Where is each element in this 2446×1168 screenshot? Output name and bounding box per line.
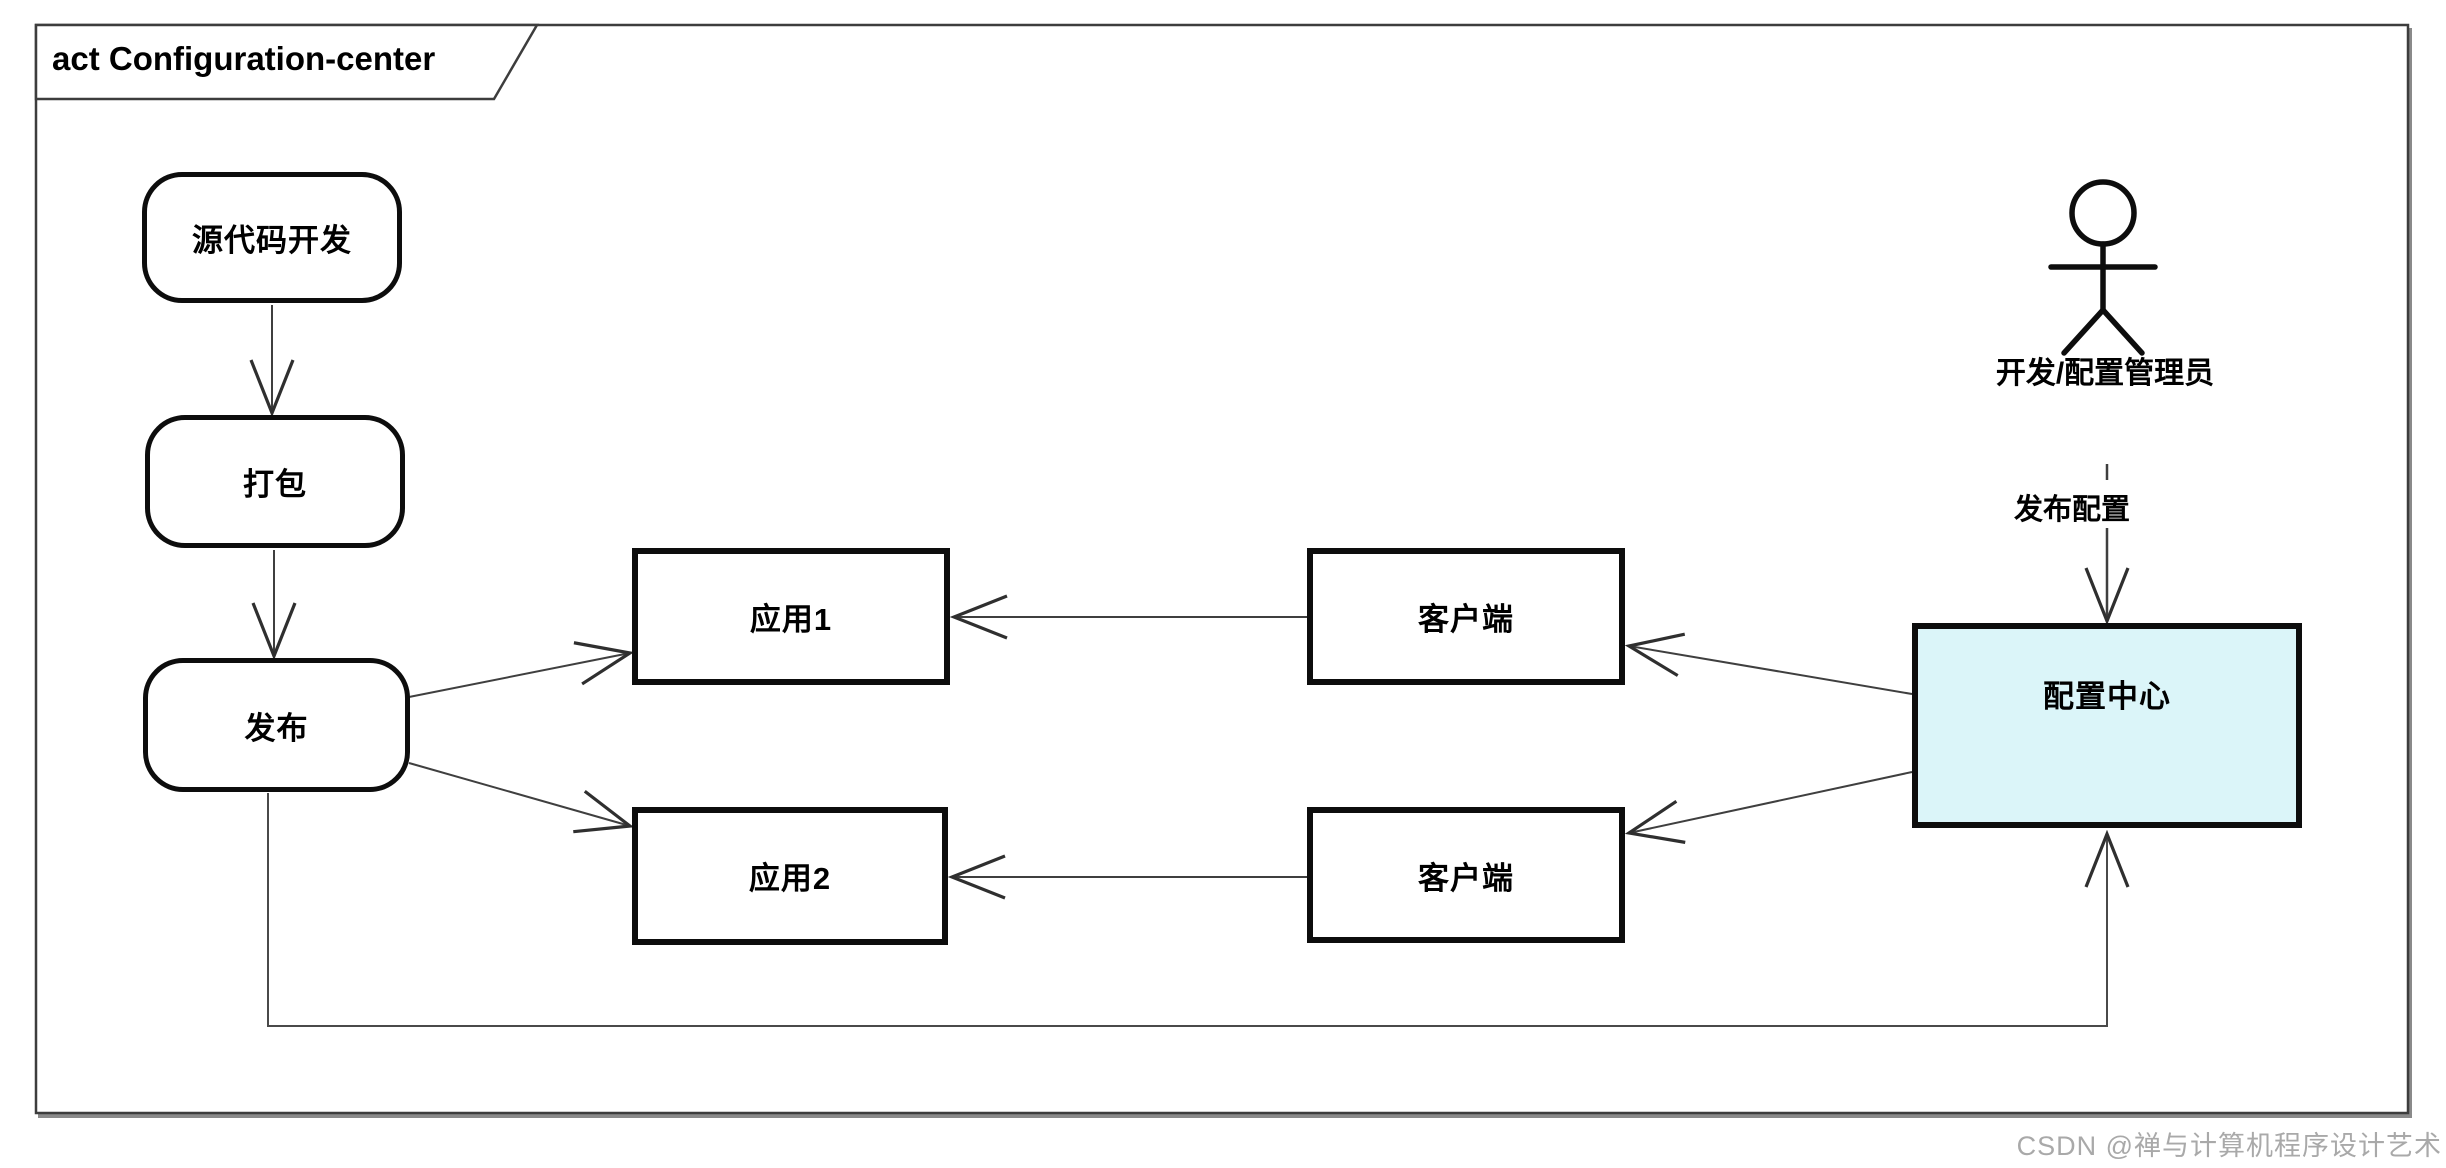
diagram-frame	[34, 23, 2412, 1118]
edge-publish-to-app2	[408, 762, 630, 826]
edge-publish-config-label: 发布配置	[2014, 494, 2131, 526]
node-app1-label: 应用1	[749, 602, 833, 637]
edge-config-to-client2	[1629, 771, 1913, 833]
node-client-bottom-label: 客户端	[1418, 861, 1514, 896]
node-package-label: 打包	[243, 467, 307, 502]
node-app2: 应用2	[632, 807, 948, 945]
node-publish: 发布	[143, 658, 410, 792]
node-client-top-label: 客户端	[1418, 602, 1514, 637]
node-client-bottom: 客户端	[1307, 807, 1625, 943]
frame-title-tab	[34, 23, 540, 101]
node-app2-label: 应用2	[748, 861, 832, 896]
node-config-center-label: 配置中心	[2043, 679, 2171, 714]
edge-publish-to-app1	[408, 653, 630, 698]
edge-config-to-client1	[1629, 646, 1913, 695]
actor-admin-icon	[2048, 179, 2158, 356]
node-source-code-dev: 源代码开发	[142, 172, 402, 303]
node-config-center: 配置中心	[1912, 623, 2302, 828]
node-app1: 应用1	[632, 548, 950, 685]
actor-admin-label: 开发/配置管理员	[1995, 357, 2215, 390]
node-package: 打包	[145, 415, 405, 548]
frame-title: act Configuration-center	[52, 40, 436, 77]
watermark-text: CSDN @禅与计算机程序设计艺术	[2016, 1131, 2442, 1161]
edge-publish-to-config	[267, 793, 2107, 1027]
node-client-top: 客户端	[1307, 548, 1625, 685]
node-publish-label: 发布	[244, 710, 309, 746]
node-source-code-dev-label: 源代码开发	[192, 223, 352, 258]
